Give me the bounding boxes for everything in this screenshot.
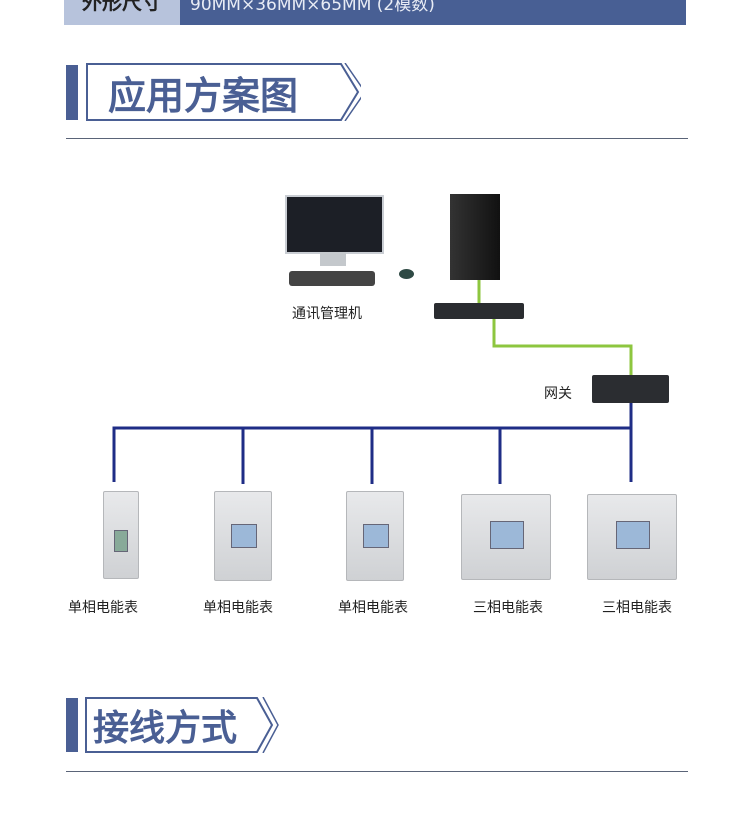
divider <box>66 138 688 139</box>
chevron-icon <box>245 697 279 753</box>
single-phase-meter-2 <box>214 491 272 581</box>
meter-label: 单相电能表 <box>203 600 273 616</box>
section-header-2: 接线方式 <box>85 697 280 753</box>
meter-label: 单相电能表 <box>338 600 408 616</box>
server-icon <box>450 194 500 280</box>
gateway-label: 网关 <box>544 386 572 402</box>
spec-value: 90MM×36MM×65MM (2模数) <box>180 0 686 25</box>
section-title: 接线方式 <box>85 697 253 753</box>
mouse-icon <box>399 269 414 279</box>
three-phase-meter-1 <box>461 494 551 580</box>
spec-key: 外形尺寸 <box>64 0 180 25</box>
three-phase-meter-2 <box>587 494 677 580</box>
section-bar <box>66 65 78 120</box>
chevron-icon <box>321 63 361 121</box>
meter-label: 三相电能表 <box>473 600 543 616</box>
section-title: 应用方案图 <box>86 63 331 121</box>
divider <box>66 771 688 772</box>
switch-icon <box>434 303 524 319</box>
section-bar <box>66 698 78 752</box>
single-phase-meter-3 <box>346 491 404 581</box>
single-phase-meter-1 <box>103 491 139 579</box>
computer-label: 通讯管理机 <box>292 306 362 322</box>
section-header-1: 应用方案图 <box>86 63 361 121</box>
monitor-stand <box>320 252 346 266</box>
spec-row: 外形尺寸 90MM×36MM×65MM (2模数) <box>64 0 686 25</box>
meter-label: 单相电能表 <box>68 600 138 616</box>
monitor-icon <box>285 195 384 254</box>
keyboard-icon <box>289 271 375 286</box>
meter-label: 三相电能表 <box>602 600 672 616</box>
gateway-icon <box>592 375 669 403</box>
